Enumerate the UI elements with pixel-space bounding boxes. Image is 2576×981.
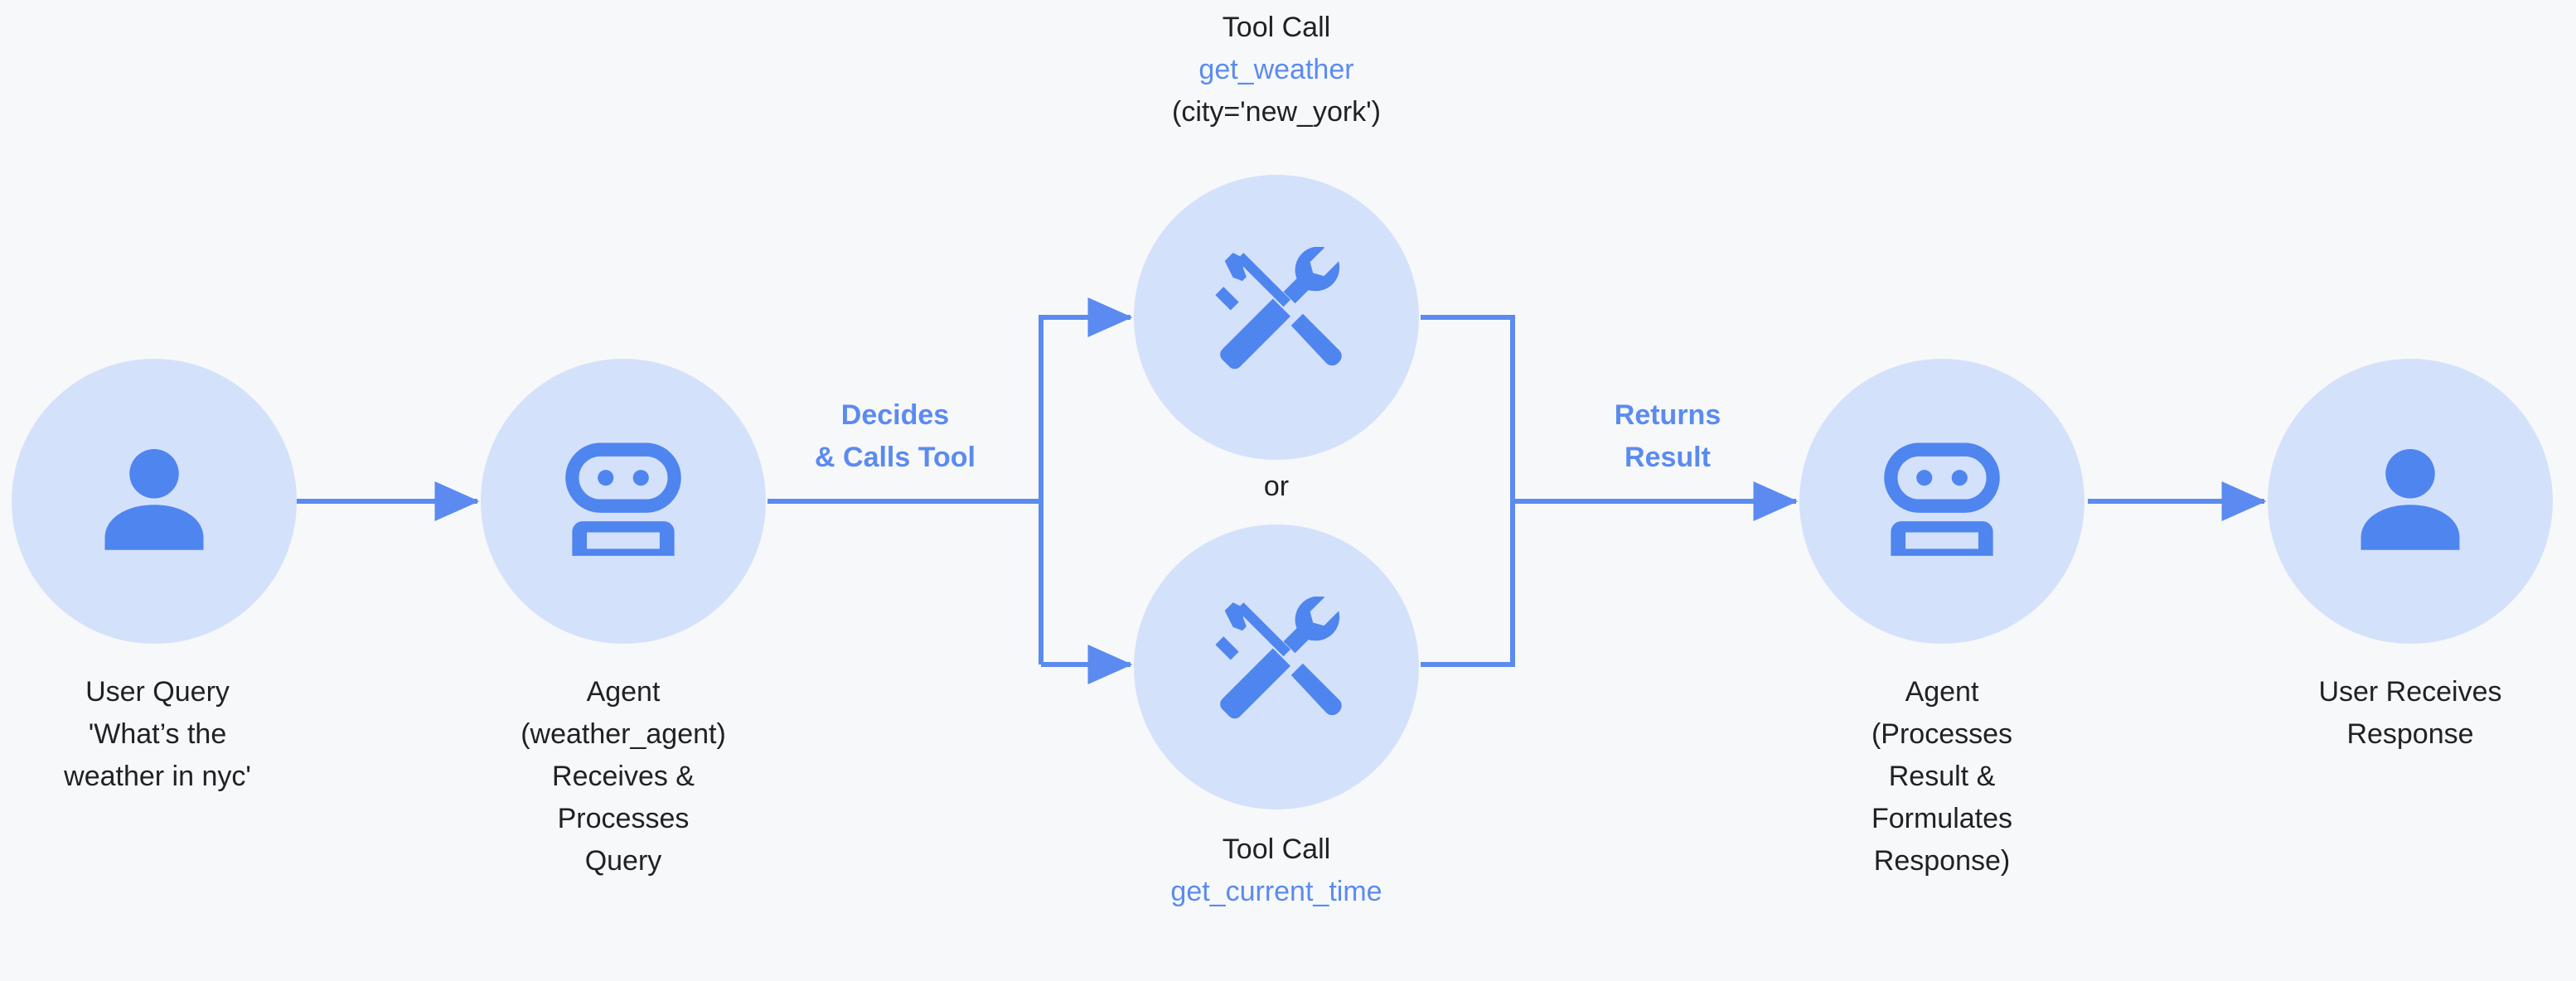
person-icon bbox=[104, 448, 204, 550]
node-tool-get-weather[interactable] bbox=[1134, 175, 1419, 460]
node-user-query[interactable] bbox=[12, 359, 297, 644]
node-user-receives-response[interactable] bbox=[2268, 359, 2553, 644]
tool-call-top-function: get_weather bbox=[1198, 54, 1354, 85]
tool-call-bottom-label: Tool Call get_current_time bbox=[1061, 829, 1492, 913]
node-agent-receives-label: Agent (weather_agent) Receives & Process… bbox=[521, 676, 726, 877]
handyman-tools-icon bbox=[1215, 597, 1342, 719]
person-icon bbox=[2361, 448, 2460, 550]
node-tool-get-current-time[interactable] bbox=[1134, 524, 1419, 809]
edge-label-decides-calls-tool: Decides & Calls Tool bbox=[815, 399, 976, 473]
node-agent-receives[interactable] bbox=[481, 359, 766, 644]
robot-icon bbox=[565, 442, 681, 556]
tool-call-top-label: Tool Call get_weather (city='new_york') bbox=[1061, 7, 1492, 133]
robot-icon bbox=[1884, 442, 2000, 556]
tool-call-bottom-function: get_current_time bbox=[1170, 876, 1382, 907]
tool-call-top-args: (city='new_york') bbox=[1172, 96, 1381, 128]
node-agent-processes-result[interactable] bbox=[1799, 359, 2085, 644]
node-agent-processes-result-label: Agent (Processes Result & Formulates Res… bbox=[1871, 676, 2013, 877]
tool-call-top-title: Tool Call bbox=[1222, 12, 1331, 43]
node-user-query-label: User Query 'What’s the weather in nyc' bbox=[64, 676, 251, 792]
node-user-receives-response-label: User Receives Response bbox=[2318, 676, 2502, 750]
or-separator-label: or bbox=[1263, 471, 1290, 502]
handyman-tools-icon bbox=[1215, 247, 1342, 370]
tool-call-bottom-title: Tool Call bbox=[1222, 834, 1331, 865]
edge-label-returns-result: Returns Result bbox=[1614, 399, 1721, 473]
